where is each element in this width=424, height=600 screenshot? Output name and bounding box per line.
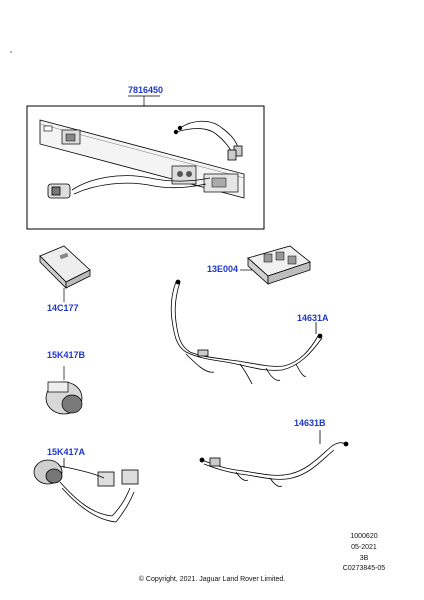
ref-drawing-id: C0273845-05 [342,565,386,572]
callout-14631A: 14631A [297,313,329,323]
callout-7816450: 7816450 [128,85,164,95]
callout-13E004: 13E004 [207,264,239,274]
callout-14631B: 14631B [294,418,326,428]
ref-date: 05-2021 [351,544,377,551]
module-14C177-drawing [39,245,91,302]
ref-code: 1000620 [350,533,378,540]
jumper-wires-drawing [173,120,243,161]
callout-14C177: 14C177 [47,303,79,313]
kit-7816450-group [26,95,265,230]
socket-15K417B-drawing [45,366,83,415]
harness-14631A-drawing [170,279,323,385]
copyright-notice: © Copyright, 2021. Jaguar Land Rover Lim… [138,576,286,583]
harness-14631B-drawing [199,430,349,487]
socket-harness-15K417A-drawing [33,458,139,523]
ref-rev: 3B [359,555,369,562]
towbar-beam-drawing [39,119,245,199]
lead-with-plug-drawing [47,175,211,199]
callout-15K417B: 15K417B [47,350,86,360]
corner-dot [10,51,12,53]
kit-box-frame [26,105,265,230]
relay-block-13E004-drawing [240,245,311,285]
callout-15K417A: 15K417A [47,447,86,457]
